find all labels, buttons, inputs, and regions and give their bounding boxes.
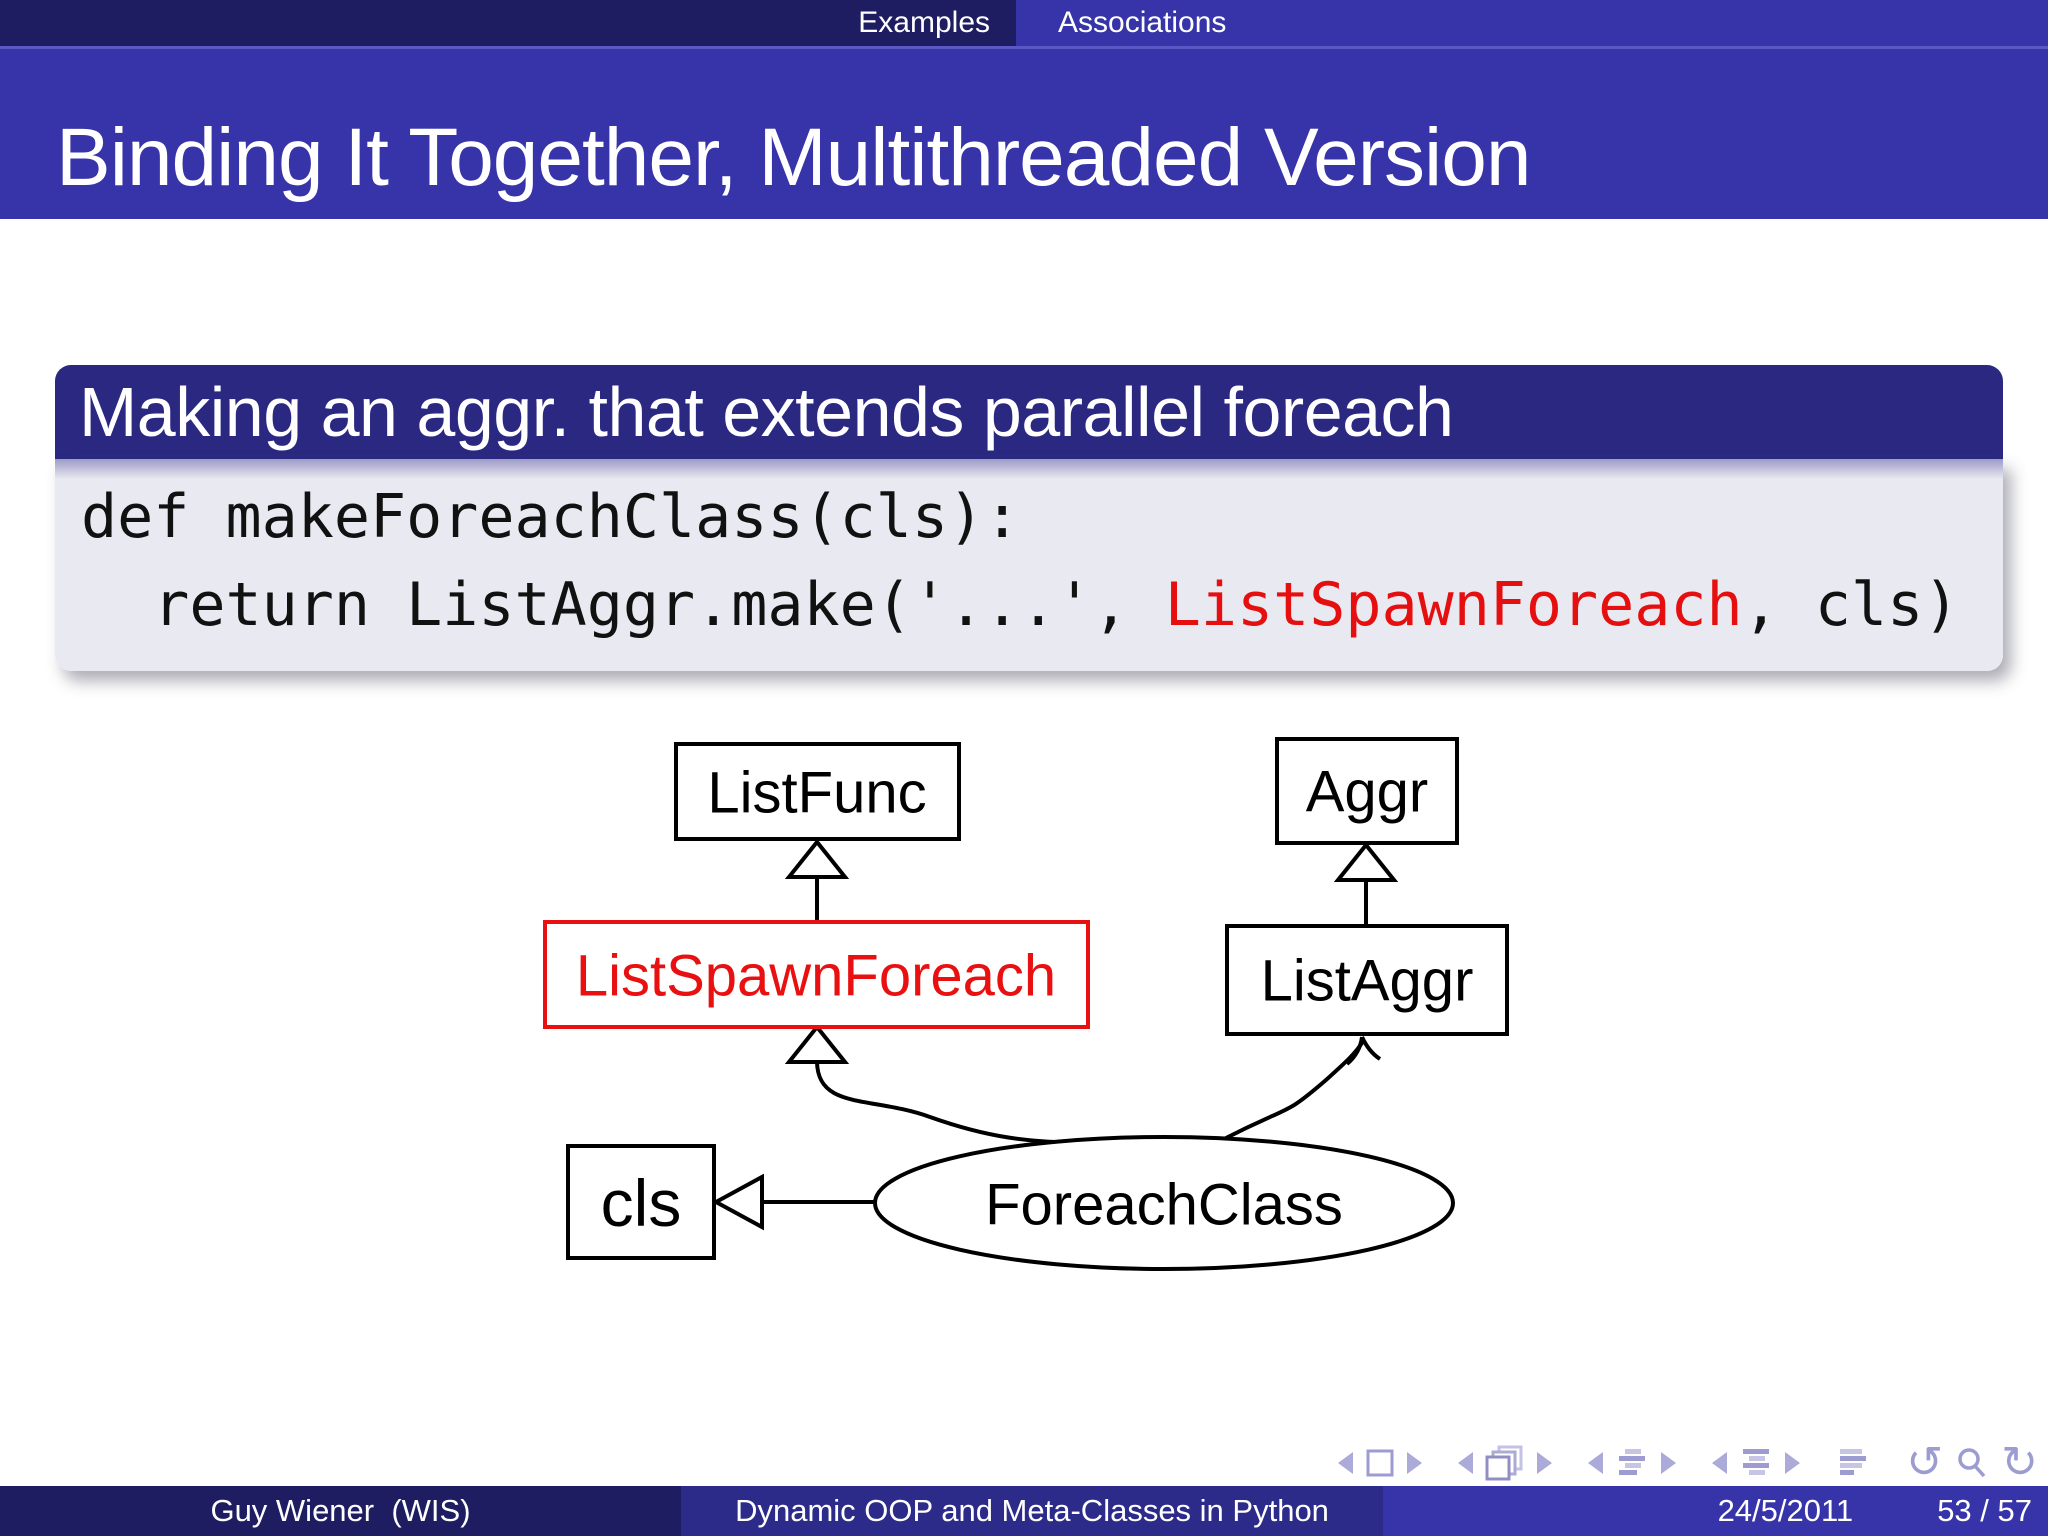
footer-date: 24/5/2011	[1717, 1493, 1854, 1528]
edge-foreachclass-listaggr	[1221, 1039, 1365, 1142]
nav-frame-icon[interactable]	[1485, 1445, 1525, 1481]
footer-presentation-title: Dynamic OOP and Meta-Classes in Python	[681, 1486, 1383, 1536]
top-section-bar: Examples Associations	[0, 0, 2048, 46]
nav-section-examples[interactable]: Examples	[0, 0, 1016, 46]
code-line-2-suffix: , cls)	[1742, 570, 1960, 640]
nav-next-frame-icon[interactable]	[1537, 1452, 1553, 1474]
foreachclass-node: ForeachClass	[873, 1135, 1455, 1271]
footer-presentation-title-label: Dynamic OOP and Meta-Classes in Python	[735, 1493, 1329, 1528]
nav-section-associations-label: Associations	[1058, 6, 1227, 39]
section-nav-group	[1712, 1448, 1801, 1478]
inheritance-arrow-left-icon	[711, 1173, 764, 1231]
code-line-2-highlight: ListSpawnForeach	[1164, 570, 1743, 640]
foreachclass-label: ForeachClass	[985, 1173, 1343, 1238]
footer-date-page: 24/5/2011 53 / 57	[1383, 1486, 2048, 1536]
nav-prev-section-icon[interactable]	[1712, 1452, 1728, 1474]
code-line-2: return ListAggr.make('...', ListSpawnFor…	[81, 561, 1983, 649]
block-body: def makeForeachClass(cls): return ListAg…	[55, 459, 2003, 671]
listfunc-node: ListFunc	[674, 742, 961, 841]
page-title: Binding It Together, Multithreaded Versi…	[56, 112, 1531, 203]
nav-next-slide-icon[interactable]	[1407, 1452, 1423, 1474]
history-nav-group: ↺ ↻	[1906, 1441, 2038, 1485]
code-line-1: def makeForeachClass(cls):	[81, 482, 1021, 552]
inheritance-arrow-icon	[1333, 841, 1399, 882]
code-block: Making an aggr. that extends parallel fo…	[55, 365, 2003, 671]
nav-prev-slide-icon[interactable]	[1338, 1452, 1354, 1474]
frame-nav-group	[1458, 1445, 1553, 1481]
nav-prev-subsection-icon[interactable]	[1588, 1452, 1604, 1474]
edge-foreachclass-lsf	[815, 1061, 1078, 1145]
nav-section-associations[interactable]: Associations	[1016, 0, 2048, 46]
inheritance-arrow-icon	[784, 1023, 850, 1064]
appendix-nav-group	[1836, 1448, 1870, 1478]
slide-nav-group	[1338, 1448, 1423, 1478]
nav-section-icon[interactable]	[1739, 1448, 1773, 1478]
footer-slide-number: 53 / 57	[1937, 1493, 2032, 1528]
nav-back-icon[interactable]: ↺	[1906, 1437, 1944, 1488]
cls-node: cls	[566, 1144, 716, 1260]
footer-author-label: Guy Wiener (WIS)	[210, 1493, 471, 1528]
nav-prev-frame-icon[interactable]	[1458, 1452, 1474, 1474]
aggr-label: Aggr	[1306, 760, 1429, 825]
nav-next-subsection-icon[interactable]	[1661, 1452, 1677, 1474]
inheritance-arrow-icon	[784, 838, 850, 879]
listspawnforeach-node: ListSpawnForeach	[543, 920, 1090, 1029]
nav-appendix-icon[interactable]	[1836, 1448, 1870, 1478]
cls-label: cls	[601, 1166, 682, 1240]
listfunc-label: ListFunc	[707, 761, 926, 826]
aggr-node: Aggr	[1275, 737, 1459, 845]
block-title: Making an aggr. that extends parallel fo…	[55, 365, 2003, 459]
nav-subsection-icon[interactable]	[1615, 1448, 1649, 1478]
class-diagram: ListFunc Aggr ListSpawnForeach ListAggr …	[543, 737, 1509, 1271]
listaggr-label: ListAggr	[1261, 949, 1474, 1014]
code-line-2-prefix: return ListAggr.make('...',	[81, 570, 1165, 640]
title-bar: Binding It Together, Multithreaded Versi…	[0, 46, 2048, 219]
listaggr-node: ListAggr	[1225, 924, 1509, 1036]
nav-section-examples-label: Examples	[858, 6, 990, 39]
open-arrowhead-icon	[1345, 1036, 1382, 1066]
nav-slide-icon[interactable]	[1365, 1448, 1395, 1478]
listspawnforeach-label: ListSpawnForeach	[576, 944, 1056, 1009]
subsection-nav-group	[1588, 1448, 1677, 1478]
nav-search-icon[interactable]	[1955, 1446, 1989, 1480]
nav-next-section-icon[interactable]	[1785, 1452, 1801, 1474]
footer-author: Guy Wiener (WIS)	[0, 1486, 681, 1536]
nav-forward-icon[interactable]: ↻	[2001, 1437, 2038, 1488]
navigation-symbols: ↺ ↻	[1338, 1441, 2038, 1485]
footer-bar: Guy Wiener (WIS) Dynamic OOP and Meta-Cl…	[0, 1486, 2048, 1536]
